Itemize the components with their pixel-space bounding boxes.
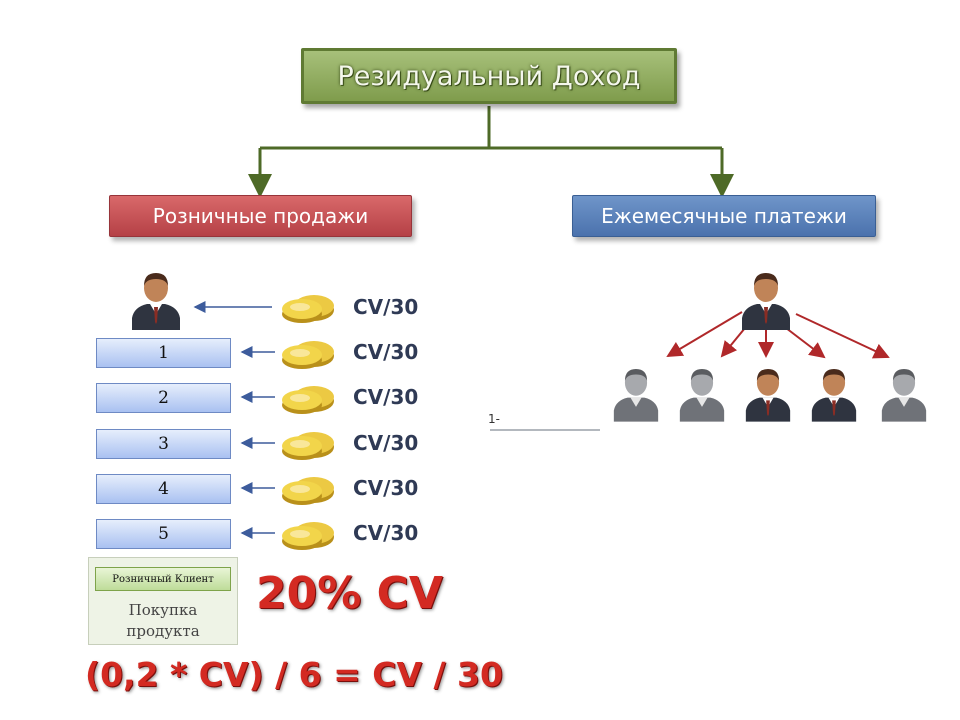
coins-icon (282, 522, 334, 550)
tree-connector (248, 106, 734, 198)
level-box-1: 1 (96, 338, 231, 368)
coins-icon (282, 386, 334, 414)
coins-icon (282, 432, 334, 460)
percent-cv-text: 20% CV (256, 568, 443, 619)
distributor-person-icon (132, 273, 180, 330)
purchase-caption: Покупка продукта (89, 600, 237, 642)
monthly-payments-box: Ежемесячные платежи (572, 195, 876, 237)
downline-person-icon (811, 369, 857, 422)
sponsor-person-icon (742, 273, 790, 330)
level-box-4: 4 (96, 474, 231, 504)
cv-label: CV/30 (353, 295, 419, 319)
residual-income-title: Резидуальный Доход (301, 48, 677, 104)
retail-client-panel: Розничный Клиент Покупка продукта (88, 557, 238, 645)
purchase-caption-line-2: продукта (126, 622, 200, 640)
downline-person-icon (613, 369, 659, 422)
truncated-note: 1- (488, 412, 500, 426)
referral-arrows (666, 311, 890, 359)
payment-arrows (193, 301, 275, 539)
retail-sales-box: Розничные продажи (109, 195, 412, 237)
coins-icon (282, 341, 334, 369)
cv-label: CV/30 (353, 521, 419, 545)
retail-client-label: Розничный Клиент (95, 567, 231, 591)
level-box-2: 2 (96, 383, 231, 413)
cv-label: CV/30 (353, 431, 419, 455)
downline-person-icon (679, 369, 725, 422)
level-box-3: 3 (96, 429, 231, 459)
coins-icon (282, 295, 334, 323)
cv-label: CV/30 (353, 385, 419, 409)
cv-label: CV/30 (353, 340, 419, 364)
purchase-caption-line-1: Покупка (128, 601, 198, 619)
cv-label: CV/30 (353, 476, 419, 500)
level-box-5: 5 (96, 519, 231, 549)
downline-person-icon (881, 369, 927, 422)
cv-formula: (0,2 * CV) / 6 = CV / 30 (85, 655, 503, 694)
downline-person-icon (745, 369, 791, 422)
coins-icon (282, 477, 334, 505)
